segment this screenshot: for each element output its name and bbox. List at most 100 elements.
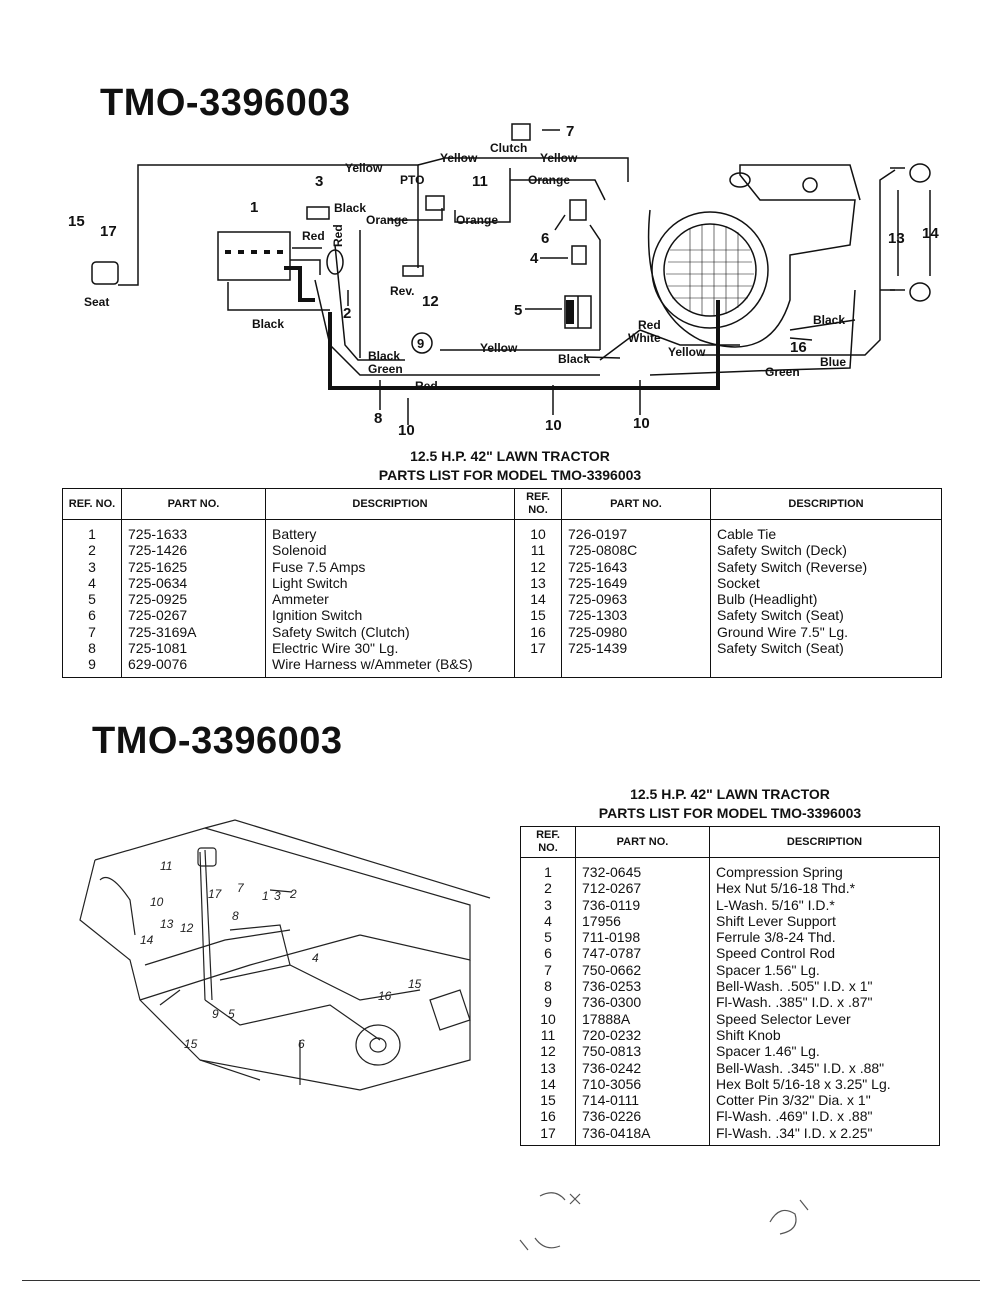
wire-label-yellow-2: Yellow <box>440 151 478 165</box>
ref-no: 10 <box>514 519 562 543</box>
page-title-top: TMO-3396003 <box>100 82 351 124</box>
wire-label-white: White <box>628 331 661 345</box>
shift-callout-4: 4 <box>312 951 319 965</box>
shift-callout-7: 7 <box>237 881 245 895</box>
ref-no: 7 <box>62 623 122 641</box>
wiring-subtitle-1: 12.5 H.P. 42" LAWN TRACTOR <box>410 448 610 464</box>
part-no: 736-0242 <box>575 1059 710 1076</box>
description: Electric Wire 30" Lg. <box>265 640 515 657</box>
description: Ammeter <box>265 591 515 608</box>
description: Safety Switch (Reverse) <box>710 558 942 575</box>
shift-callout-1: 1 <box>262 889 269 903</box>
wiring-callout-8: 8 <box>374 410 382 427</box>
part-no: 736-0119 <box>575 896 710 913</box>
description: Battery <box>265 519 515 543</box>
description: Hex Bolt 5/16-18 x 3.25" Lg. <box>709 1075 940 1093</box>
description: Safety Switch (Clutch) <box>265 623 515 641</box>
wiring-parts-table: REF. NO. PART NO. DESCRIPTION REF. NO. P… <box>62 488 942 678</box>
wiring-callout-16: 16 <box>790 339 807 356</box>
part-no: 750-0813 <box>575 1043 710 1060</box>
wire-label-black-3: Black <box>368 349 400 363</box>
wiring-callout-10b: 10 <box>545 417 562 434</box>
part-no: 725-1426 <box>121 542 266 559</box>
ref-no: 4 <box>520 912 576 930</box>
part-no: 726-0197 <box>561 519 711 543</box>
shift-callout-13: 13 <box>160 917 174 931</box>
wiring-callout-1: 1 <box>250 199 258 216</box>
shift-callout-11: 11 <box>160 859 172 873</box>
wire-label-black-4: Black <box>558 352 590 366</box>
wire-label-black-2: Black <box>252 317 284 331</box>
shift-col-ref: REF. NO. <box>520 826 576 858</box>
shift-callout-3: 3 <box>274 889 281 903</box>
ref-no: 3 <box>62 558 122 575</box>
shift-callout-5: 5 <box>228 1007 235 1021</box>
part-no: 725-0634 <box>121 574 266 592</box>
description: Spacer 1.56" Lg. <box>709 961 940 979</box>
description: Safety Switch (Seat) <box>710 640 942 657</box>
description: Shift Lever Support <box>709 912 940 930</box>
wiring-callout-6: 6 <box>541 230 549 247</box>
wire-label-black-5: Black <box>813 313 845 327</box>
shift-callout-9: 9 <box>212 1007 219 1021</box>
description: Light Switch <box>265 574 515 592</box>
wire-label-red-4: Red <box>638 318 661 332</box>
part-no: 712-0267 <box>575 880 710 897</box>
shift-col-desc: DESCRIPTION <box>709 826 940 858</box>
ref-no: 14 <box>514 591 562 608</box>
wiring-callout-3: 3 <box>315 173 323 190</box>
description: Solenoid <box>265 542 515 559</box>
shift-callout-12: 12 <box>180 921 194 935</box>
wiring-callout-5: 5 <box>514 302 522 319</box>
part-no: 736-0418A <box>575 1124 710 1146</box>
part-no: 725-3169A <box>121 623 266 641</box>
part-no: 736-0300 <box>575 994 710 1011</box>
description: Socket <box>710 574 942 592</box>
part-no: 629-0076 <box>121 656 266 678</box>
part-no: 725-0808C <box>561 542 711 559</box>
part-no: 725-1439 <box>561 640 711 657</box>
description: Shift Knob <box>709 1026 940 1044</box>
part-no: 725-1649 <box>561 574 711 592</box>
part-no: 732-0645 <box>575 857 710 881</box>
wiring-callout-17: 17 <box>100 223 117 240</box>
wiring-callout-4: 4 <box>530 250 539 267</box>
part-no: 714-0111 <box>575 1092 710 1109</box>
ref-no: 10 <box>520 1010 576 1027</box>
part-no: 725-1303 <box>561 607 711 624</box>
ref-no: 14 <box>520 1075 576 1093</box>
ref-no: 13 <box>520 1059 576 1076</box>
description: Cotter Pin 3/32" Dia. x 1" <box>709 1092 940 1109</box>
part-no: 736-0253 <box>575 978 710 995</box>
description: Ignition Switch <box>265 607 515 624</box>
description: Ground Wire 7.5" Lg. <box>710 623 942 641</box>
wiring-callout-14: 14 <box>922 225 939 242</box>
col-desc-left: DESCRIPTION <box>265 488 515 520</box>
wire-label-seat: Seat <box>84 295 109 309</box>
description: Ferrule 3/8-24 Thd. <box>709 929 940 946</box>
shift-callout-8: 8 <box>232 909 239 923</box>
description: Safety Switch (Deck) <box>710 542 942 559</box>
part-no <box>561 656 711 678</box>
ref-no: 17 <box>520 1124 576 1146</box>
wiring-callout-7: 7 <box>566 123 574 140</box>
wire-label-red-3: Red <box>415 379 438 393</box>
ref-no: 15 <box>514 607 562 624</box>
wire-label-yellow-1: Yellow <box>345 161 383 175</box>
part-no: 725-1081 <box>121 640 266 657</box>
part-no: 710-3056 <box>575 1075 710 1093</box>
